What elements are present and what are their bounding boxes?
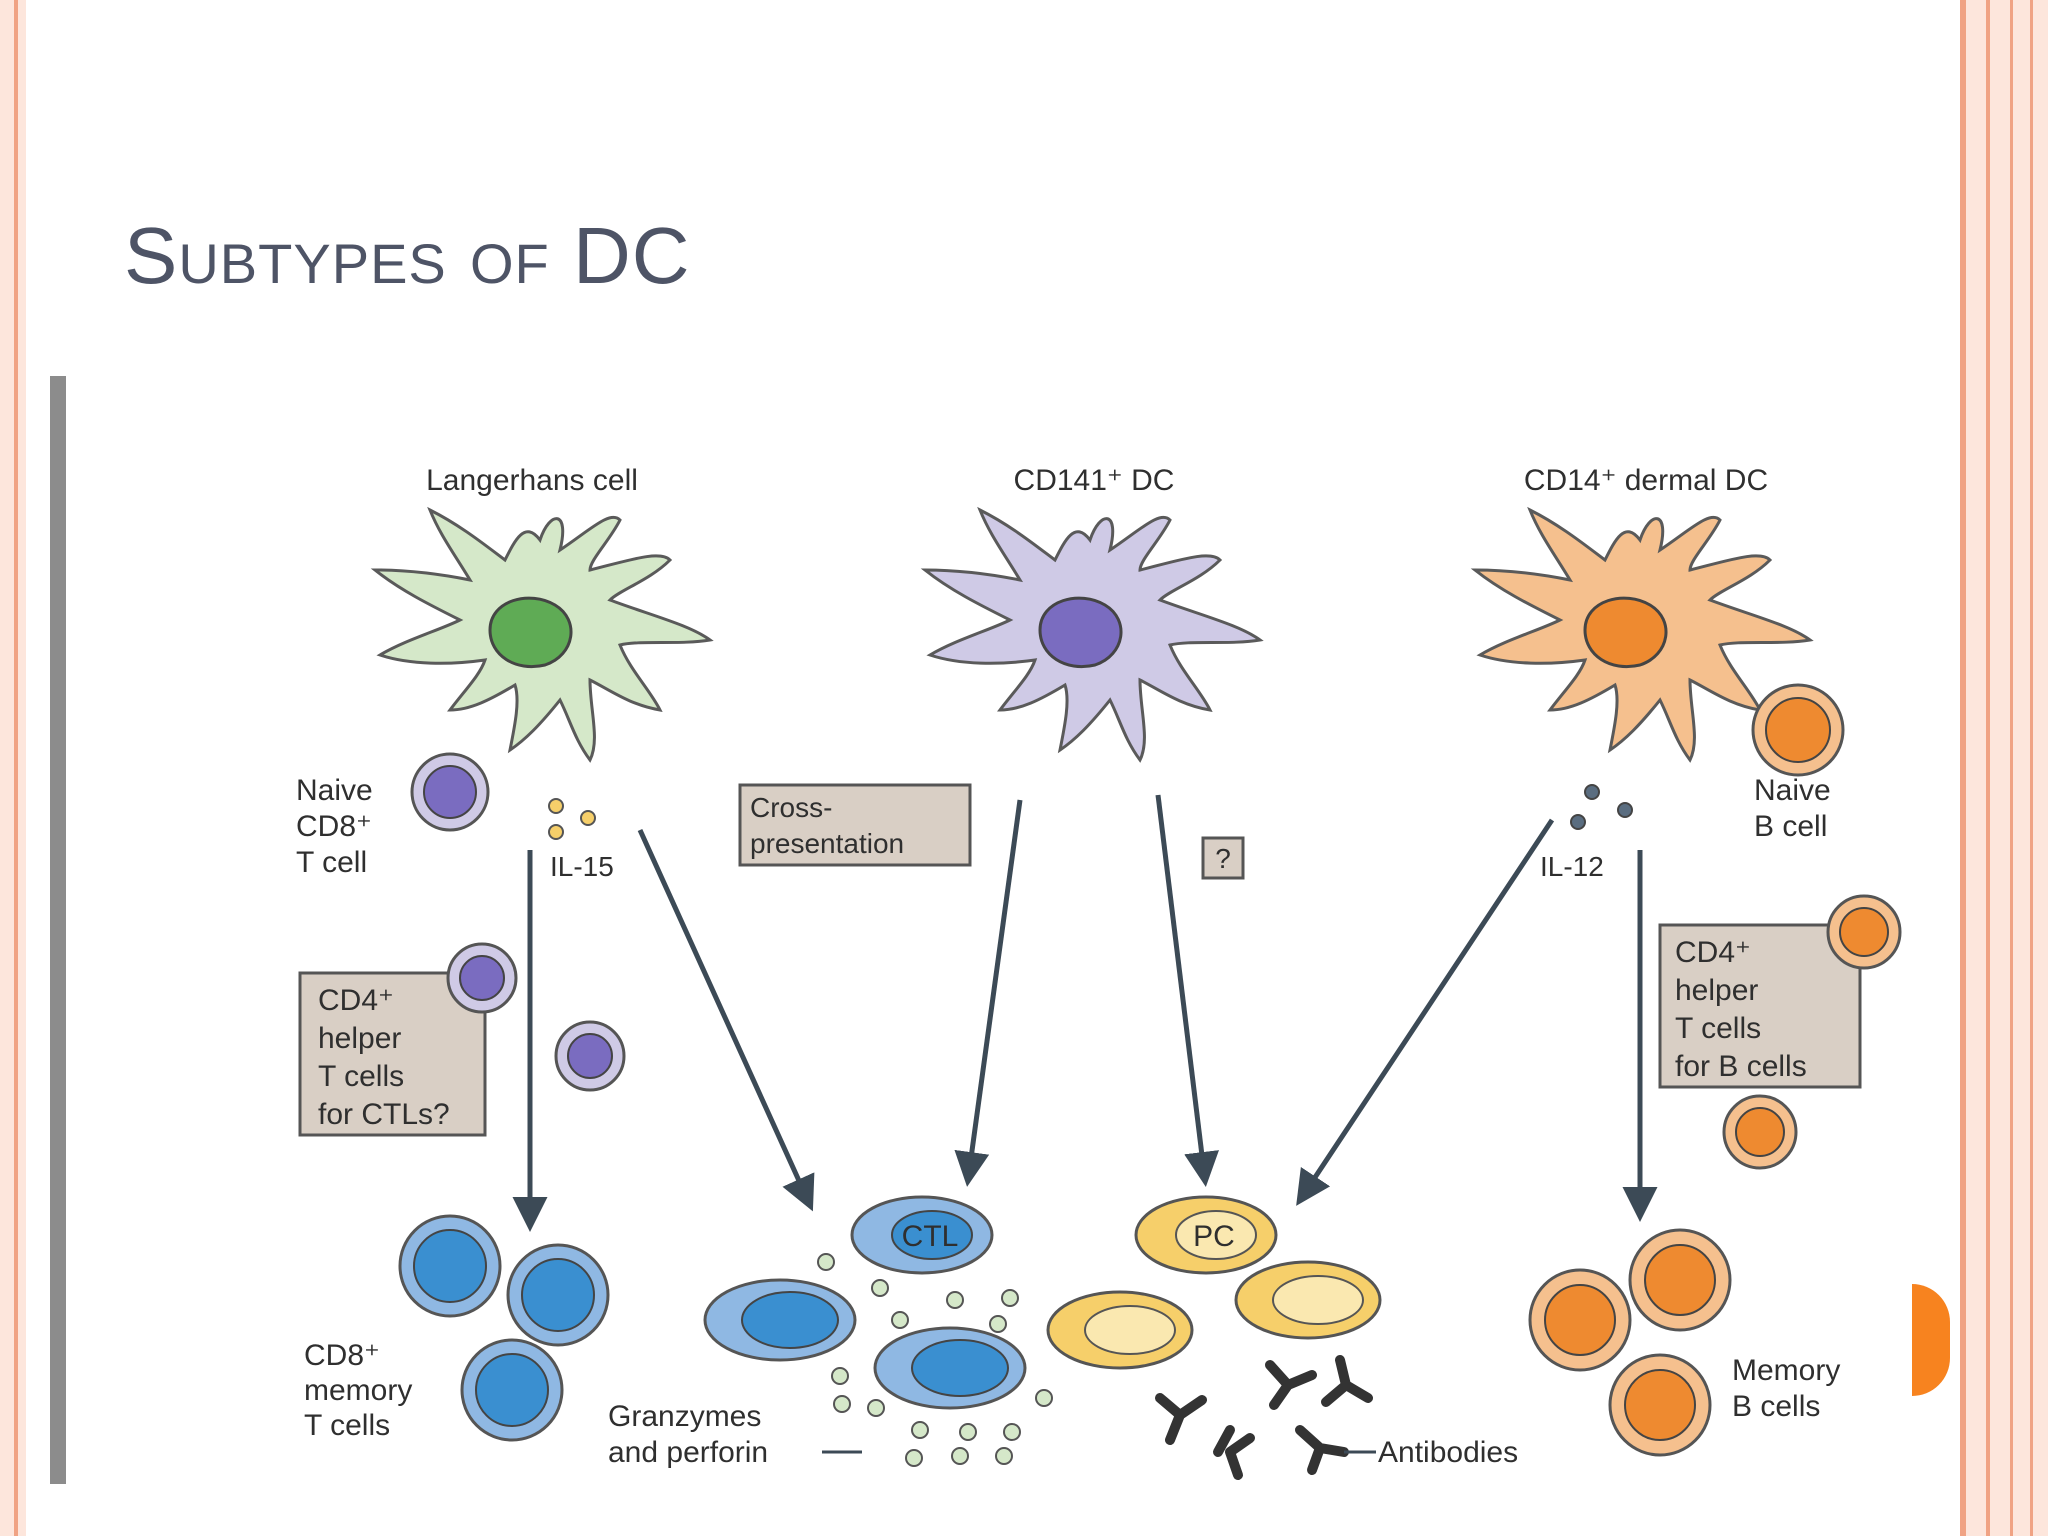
ctl-cells [703, 1195, 1027, 1410]
il15-dots [548, 798, 596, 840]
label-naive-b-2: B cell [1754, 810, 1827, 843]
right-border-decoration [1960, 0, 2048, 1536]
memory-b-cells [1528, 1228, 1732, 1457]
label-naive-cd8-1: Naive [296, 774, 373, 807]
label-cd8mem-3: T cells [304, 1409, 390, 1442]
left-border-decoration [0, 0, 26, 1536]
label-memory-b-2: B cells [1732, 1390, 1820, 1423]
label-granzymes-2: and perforin [608, 1436, 768, 1469]
label-naive-cd8-2: CD8⁺ [296, 810, 372, 843]
cd4-helper-b-1: CD4⁺ [1675, 936, 1751, 969]
slide-title: Subtypes of DC [124, 211, 691, 300]
cd4-helper-b-box [1658, 923, 1862, 1089]
cd4-helper-b-2: helper [1675, 974, 1758, 1007]
dc-subtypes-diagram: Langerhans cell CD141⁺ DC CD14⁺ dermal D… [296, 464, 1902, 1480]
plasma-cells [1046, 1195, 1382, 1370]
cd4-helper-ctl-3: T cells [318, 1060, 404, 1093]
label-cd8mem-1: CD8⁺ [304, 1339, 380, 1372]
label-naive-b-1: Naive [1754, 774, 1831, 807]
label-granzymes-1: Granzymes [608, 1400, 761, 1433]
label-cd141-dc: CD141⁺ DC [1014, 464, 1175, 497]
il12-dots [1570, 784, 1633, 830]
label-il12: IL-12 [1540, 851, 1604, 882]
question-box [1201, 836, 1245, 880]
cd4-helper-b-4: for B cells [1675, 1050, 1807, 1083]
cross-presentation-box [738, 783, 972, 867]
cd8-memory-t-cells [398, 1214, 610, 1442]
cross-presentation-2: presentation [750, 828, 904, 859]
label-cd8mem-2: memory [304, 1374, 412, 1407]
cd4-helper-ctl-cells [446, 942, 626, 1092]
label-memory-b-1: Memory [1732, 1354, 1840, 1387]
label-antibodies: Antibodies [1378, 1436, 1518, 1469]
cd4-helper-b-3: T cells [1675, 1012, 1761, 1045]
cross-presentation-1: Cross- [750, 792, 832, 823]
cd4-helper-ctl-4: for CTLs? [318, 1098, 450, 1131]
label-ctl: CTL [902, 1220, 959, 1253]
cd14-dermal-dc-shape [1470, 506, 1814, 763]
naive-cd8-t-cell [410, 752, 490, 832]
langerhans-cell-shape [370, 506, 714, 763]
granzyme-dots [817, 1253, 1053, 1467]
pathway-arrows [512, 794, 1658, 1232]
label-il15: IL-15 [550, 851, 614, 882]
cd4-helper-b-cells [1722, 894, 1902, 1170]
naive-b-cell [1751, 683, 1845, 777]
content-accent-bar [50, 376, 66, 1484]
cd141-dc-shape [920, 506, 1264, 763]
antibody-shapes [1155, 1355, 1373, 1480]
cd4-helper-ctl-1: CD4⁺ [318, 984, 394, 1017]
label-pc: PC [1193, 1220, 1235, 1253]
slide-nav-tab[interactable] [1912, 1284, 1950, 1396]
question-mark: ? [1215, 843, 1231, 874]
label-naive-cd8-3: T cell [296, 846, 367, 879]
label-langerhans-cell: Langerhans cell [426, 464, 638, 497]
label-cd14-dermal-dc: CD14⁺ dermal DC [1524, 464, 1768, 497]
cd4-helper-ctl-2: helper [318, 1022, 401, 1055]
